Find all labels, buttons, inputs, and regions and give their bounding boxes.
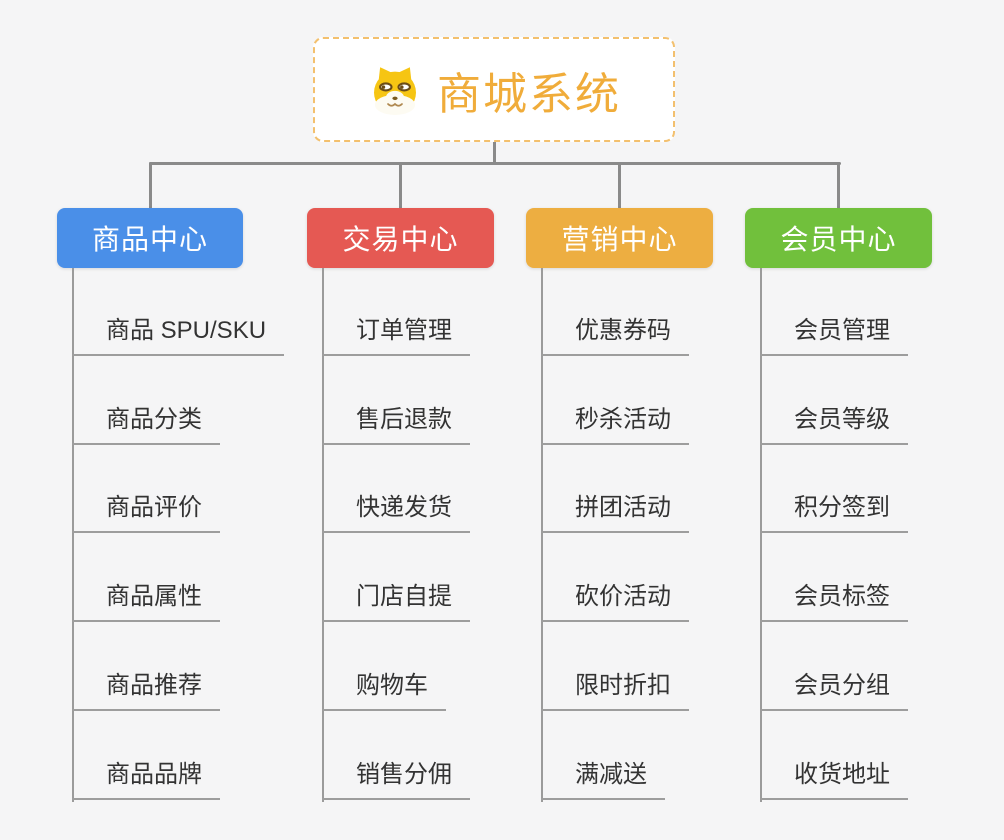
branch-label: 交易中心 xyxy=(342,224,459,255)
leaf-item[interactable]: 商品属性 xyxy=(72,580,220,622)
branch-spine-marketing xyxy=(541,268,543,802)
branch-label: 会员中心 xyxy=(780,224,897,255)
root-node[interactable]: 商城系统 xyxy=(313,37,675,142)
connector-bus xyxy=(149,162,841,165)
leaf-item[interactable]: 拼团活动 xyxy=(541,491,689,533)
leaf-item[interactable]: 会员分组 xyxy=(760,669,908,711)
branch-spine-member xyxy=(760,268,762,802)
leaf-item[interactable]: 限时折扣 xyxy=(541,669,689,711)
leaf-item[interactable]: 秒杀活动 xyxy=(541,403,689,445)
leaf-item[interactable]: 门店自提 xyxy=(322,580,470,622)
leaf-item[interactable]: 砍价活动 xyxy=(541,580,689,622)
leaf-item[interactable]: 商品分类 xyxy=(72,403,220,445)
leaf-item[interactable]: 销售分佣 xyxy=(322,758,470,800)
leaf-item[interactable]: 商品品牌 xyxy=(72,758,220,800)
branch-node-marketing[interactable]: 营销中心 xyxy=(526,208,713,268)
connector-drop-trade xyxy=(399,162,402,209)
connector-drop-product xyxy=(149,162,152,209)
branch-node-product[interactable]: 商品中心 xyxy=(57,208,243,268)
connector-root-stub xyxy=(493,140,496,164)
leaf-item[interactable]: 优惠券码 xyxy=(541,314,689,356)
leaf-item[interactable]: 商品 SPU/SKU xyxy=(72,314,285,356)
branch-spine-product xyxy=(72,268,74,802)
branch-label: 商品中心 xyxy=(91,224,208,255)
branch-spine-trade xyxy=(322,268,324,802)
leaf-item[interactable]: 快递发货 xyxy=(322,491,470,533)
leaf-item[interactable]: 积分签到 xyxy=(760,491,908,533)
connector-drop-member xyxy=(837,162,840,209)
branch-node-trade[interactable]: 交易中心 xyxy=(307,208,494,268)
leaf-item[interactable]: 售后退款 xyxy=(322,403,470,445)
leaf-item[interactable]: 商品评价 xyxy=(72,491,220,533)
branch-label: 营销中心 xyxy=(561,224,678,255)
leaf-item[interactable]: 商品推荐 xyxy=(72,669,220,711)
root-title: 商城系统 xyxy=(437,69,621,119)
leaf-item[interactable]: 订单管理 xyxy=(322,314,470,356)
leaf-item[interactable]: 会员等级 xyxy=(760,403,908,445)
leaf-item[interactable]: 会员管理 xyxy=(760,314,908,356)
leaf-item[interactable]: 会员标签 xyxy=(760,580,908,622)
leaf-item[interactable]: 收货地址 xyxy=(760,758,908,800)
leaf-item[interactable]: 购物车 xyxy=(322,669,446,711)
branch-node-member[interactable]: 会员中心 xyxy=(745,208,932,268)
leaf-item[interactable]: 满减送 xyxy=(541,758,665,800)
shiba-dog-icon xyxy=(367,63,423,117)
connector-drop-marketing xyxy=(618,162,621,209)
